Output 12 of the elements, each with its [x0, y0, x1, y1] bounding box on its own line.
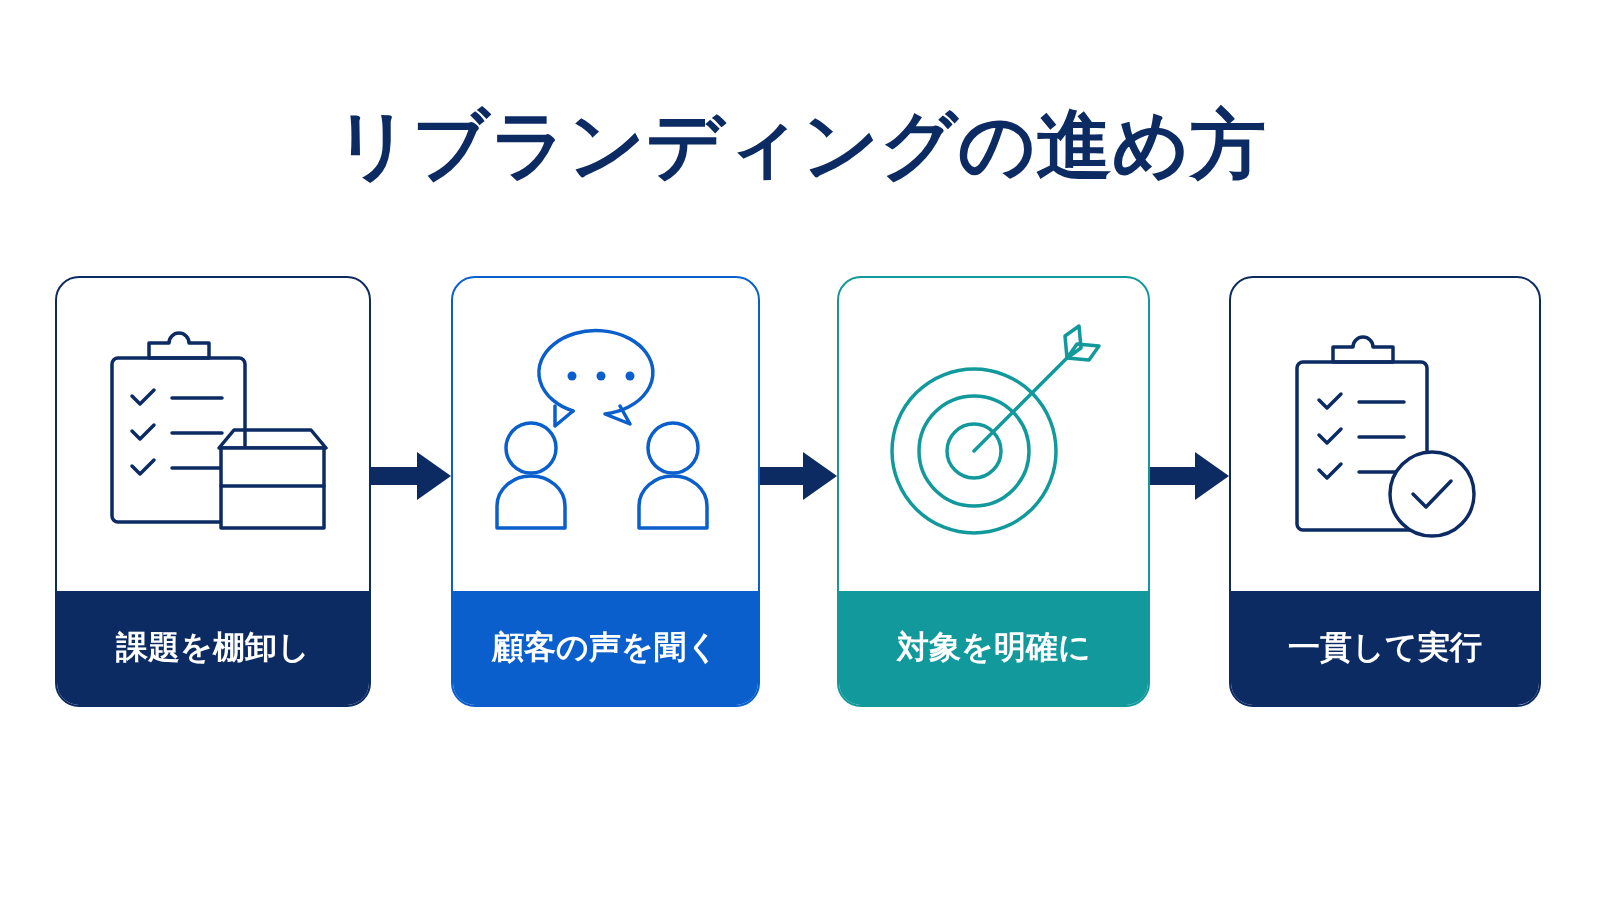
step-card [451, 276, 760, 707]
step-label: 一貫して実行 [1231, 591, 1539, 705]
step-card [1229, 276, 1541, 707]
title: リブランディングの進め方 [334, 100, 1266, 190]
step-label: 顧客の声を聞く [453, 591, 758, 705]
arrow [1150, 452, 1229, 500]
step-label: 対象を明確に [839, 591, 1148, 705]
arrow [760, 452, 837, 500]
step-card [837, 276, 1150, 707]
step-label: 課題を棚卸し [57, 591, 369, 705]
step-card [55, 276, 371, 707]
arrow [371, 452, 451, 500]
